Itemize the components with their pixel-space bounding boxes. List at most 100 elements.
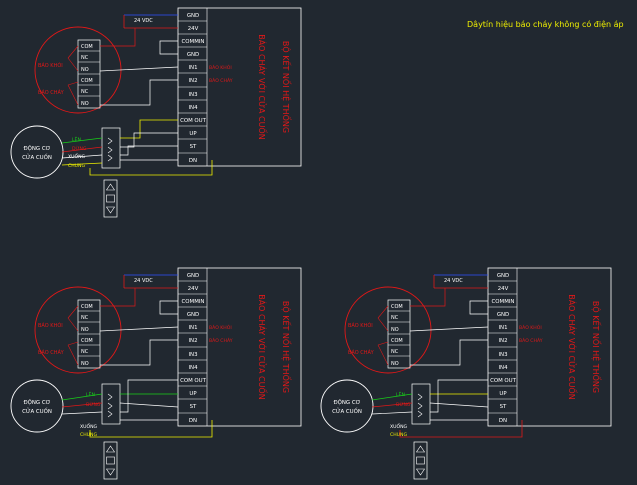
- fire-label: BÁO CHÁY: [38, 89, 65, 96]
- terminal-label: IN1: [188, 325, 197, 331]
- in2-tag: BÁO CHÁY: [519, 337, 543, 344]
- relay-term: COM: [81, 78, 93, 84]
- box-title-1: BỘ KẾT NỐI HỆ THỐNG: [280, 301, 293, 393]
- box-title-2: BÁO CHÁY VỚI CỬA CUỐN: [567, 294, 579, 399]
- relay-term: NO: [81, 361, 89, 367]
- terminal-label: IN1: [498, 325, 507, 331]
- terminal-label: GND: [187, 52, 199, 58]
- wire-stop-label: DỪNG: [86, 401, 101, 408]
- terminal-label: 24V: [188, 26, 199, 32]
- box-title-2: BÁO CHÁY VỚI CỬA CUỐN: [257, 34, 269, 139]
- terminal-label: IN4: [498, 365, 508, 371]
- terminal-label: IN3: [188, 92, 197, 98]
- supply-label: 24 VDC: [444, 278, 463, 284]
- terminal-label: GND: [497, 312, 509, 318]
- motor-circle: [320, 379, 374, 433]
- in2-tag: BÁO CHÁY: [209, 337, 233, 344]
- in2-tag: BÁO CHÁY: [209, 77, 233, 84]
- motor-circle: [10, 379, 64, 433]
- motor-label-2: CỬA CUỐN: [22, 407, 52, 415]
- relay-term: COM: [81, 338, 93, 344]
- motor-label-1: ĐỘNG CƠ: [23, 145, 50, 152]
- terminal-label: ST: [190, 144, 197, 150]
- wire-common-label: CHUNG: [390, 432, 407, 438]
- relay-term: NC: [81, 55, 89, 61]
- motor-label-1: ĐỘNG CƠ: [333, 399, 360, 406]
- terminal-label: COMMIN: [182, 39, 205, 45]
- terminal-label: IN3: [188, 352, 197, 358]
- box-title-1: BỘ KẾT NỐI HỆ THỐNG: [280, 41, 293, 133]
- wiring-panel-2: GND 24V COMMIN GND IN1 IN2 IN3 IN4 COM O…: [10, 267, 302, 480]
- terminal-label: UP: [499, 391, 507, 397]
- relay-term: NO: [391, 361, 399, 367]
- relay-term: NC: [391, 315, 399, 321]
- wiring-panel-1: GND 24V COMMIN GND IN1 IN2 IN3 IN4 COM O…: [10, 7, 302, 218]
- relay-term: NC: [391, 349, 399, 355]
- terminal-label: GND: [497, 273, 509, 279]
- motor-circle: [10, 125, 64, 179]
- in1-tag: BÁO KHÓI: [209, 64, 232, 71]
- motor-terminal-block: [101, 383, 121, 425]
- wire-up-label: LÊN: [396, 390, 405, 398]
- terminal-label: COM OUT: [180, 378, 207, 384]
- supply-label: 24 VDC: [134, 18, 153, 24]
- wire-down-label: XUỐNG: [80, 422, 98, 430]
- wall-switch: [413, 441, 428, 480]
- relay-term: NO: [391, 327, 399, 333]
- motor-label-1: ĐỘNG CƠ: [23, 399, 50, 406]
- terminal-label: DN: [499, 418, 507, 424]
- terminal-label: DN: [189, 418, 197, 424]
- terminal-label: GND: [187, 13, 199, 19]
- supply-label: 24 VDC: [134, 278, 153, 284]
- wire-up-label: LÊN: [86, 390, 95, 398]
- relay-term: NC: [81, 315, 89, 321]
- relay-term: NO: [81, 67, 89, 73]
- wire-common-label: CHUNG: [68, 163, 85, 169]
- fire-label: BÁO CHÁY: [38, 349, 65, 356]
- motor-terminal-block: [411, 383, 431, 425]
- terminal-label: UP: [189, 131, 197, 137]
- terminal-label: GND: [187, 273, 199, 279]
- relay-term: COM: [81, 304, 93, 310]
- smoke-label: BÁO KHÓI: [38, 322, 63, 329]
- terminal-strip: GND 24V COMMIN GND IN1 IN2 IN3 IN4 COM O…: [178, 13, 207, 164]
- terminal-label: UP: [189, 391, 197, 397]
- terminal-label: IN4: [188, 365, 198, 371]
- relay-term: NC: [81, 349, 89, 355]
- diagram-note: Dâytín hiệu báo cháy không có điện áp: [467, 19, 624, 29]
- terminal-label: COMMIN: [182, 299, 205, 305]
- wiring-panel-3: GND 24V COMMIN GND IN1 IN2 IN3 IN4 COM O…: [320, 267, 612, 480]
- terminal-label: DN: [189, 158, 197, 164]
- box-title-2: BÁO CHÁY VỚI CỬA CUỐN: [257, 294, 269, 399]
- wall-switch: [103, 441, 118, 480]
- terminal-label: IN3: [498, 352, 507, 358]
- terminal-label: COM OUT: [180, 118, 207, 124]
- terminal-label: IN2: [188, 78, 197, 84]
- smoke-label: BÁO KHÓI: [38, 62, 63, 69]
- in1-tag: BÁO KHÓI: [519, 324, 542, 331]
- motor-label-2: CỬA CUỐN: [332, 407, 362, 415]
- relay-term: COM: [391, 338, 403, 344]
- fire-label: BÁO CHÁY: [348, 349, 375, 356]
- terminal-label: IN2: [188, 338, 197, 344]
- motor-terminal-block: [101, 127, 121, 169]
- terminal-label: COMMIN: [492, 299, 515, 305]
- terminal-label: GND: [187, 312, 199, 318]
- relay-term: COM: [391, 304, 403, 310]
- terminal-strip: GND 24V COMMIN GND IN1 IN2 IN3 IN4 COM O…: [178, 273, 207, 424]
- motor-label-2: CỬA CUỐN: [22, 153, 52, 161]
- terminal-label: IN2: [498, 338, 507, 344]
- relay-term: NO: [81, 327, 89, 333]
- terminal-strip: GND 24V COMMIN GND IN1 IN2 IN3 IN4 COM O…: [488, 273, 517, 424]
- wire-common-label: CHUNG: [80, 432, 97, 438]
- terminal-label: IN4: [188, 105, 198, 111]
- terminal-label: COM OUT: [490, 378, 517, 384]
- terminal-label: 24V: [498, 286, 509, 292]
- wire-stop-label: DỪNG: [72, 145, 87, 152]
- terminal-label: ST: [500, 404, 507, 410]
- wire-down-label: XUỐNG: [68, 152, 86, 160]
- box-title-1: BỘ KẾT NỐI HỆ THỐNG: [590, 301, 603, 393]
- relay-term: NO: [81, 101, 89, 107]
- wall-switch: [103, 179, 118, 218]
